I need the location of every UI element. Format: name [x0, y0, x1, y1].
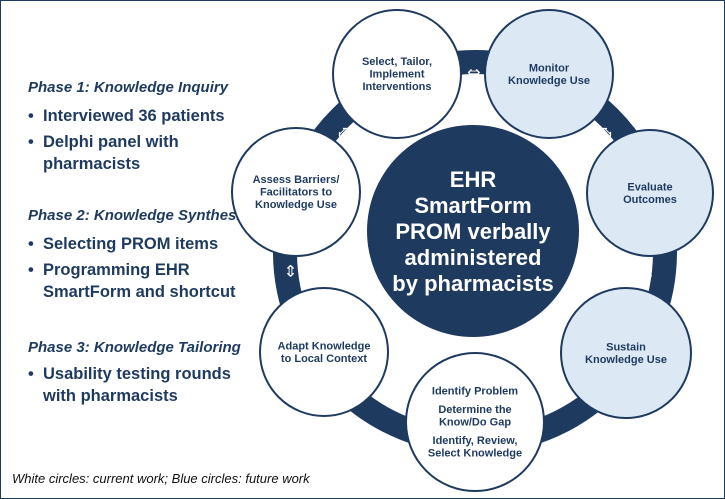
- phase-1-bullet-1: • Interviewed 36 patients: [28, 107, 225, 125]
- legend-footnote: White circles: current work; Blue circle…: [12, 471, 310, 486]
- phase-2-title: Phase 2: Knowledge Synthesis: [28, 207, 249, 224]
- phase-1-bullet-2: • Delphi panel with pharmacists: [28, 133, 179, 173]
- bidirectional-arrow-icon: ⇔: [389, 395, 402, 414]
- phase-2-bullet-2: • Programming EHR SmartForm and shortcut: [28, 261, 236, 301]
- phase-2-bullet-1: • Selecting PROM items: [28, 235, 219, 253]
- node-circle-identify: [405, 352, 545, 492]
- phase-3-bullet-1: • Usability testing rounds with pharmaci…: [28, 365, 231, 405]
- node-circle-evaluate: [586, 129, 714, 257]
- phase-1-title: Phase 1: Knowledge Inquiry: [28, 79, 229, 96]
- node-circle-monitor: [484, 9, 614, 139]
- bidirectional-arrow-icon: ⇔: [467, 63, 480, 82]
- bullet-dot-icon: •: [28, 133, 34, 151]
- bullet-dot-icon: •: [28, 365, 34, 383]
- bidirectional-arrow-icon: ⇔: [282, 264, 301, 277]
- node-circle-sustain: [560, 287, 692, 419]
- bidirectional-arrow-icon: ⇔: [548, 396, 561, 415]
- bidirectional-arrow-icon: ⇔: [640, 266, 659, 279]
- node-circle-assess: [231, 127, 361, 257]
- phase-3-title: Phase 3: Knowledge Tailoring: [28, 339, 241, 356]
- center-circle: [367, 125, 579, 337]
- node-circle-select-tailor: [332, 9, 462, 139]
- bullet-dot-icon: •: [28, 235, 34, 253]
- bullet-dot-icon: •: [28, 261, 34, 279]
- bullet-dot-icon: •: [28, 107, 34, 125]
- node-circle-adapt: [259, 287, 389, 417]
